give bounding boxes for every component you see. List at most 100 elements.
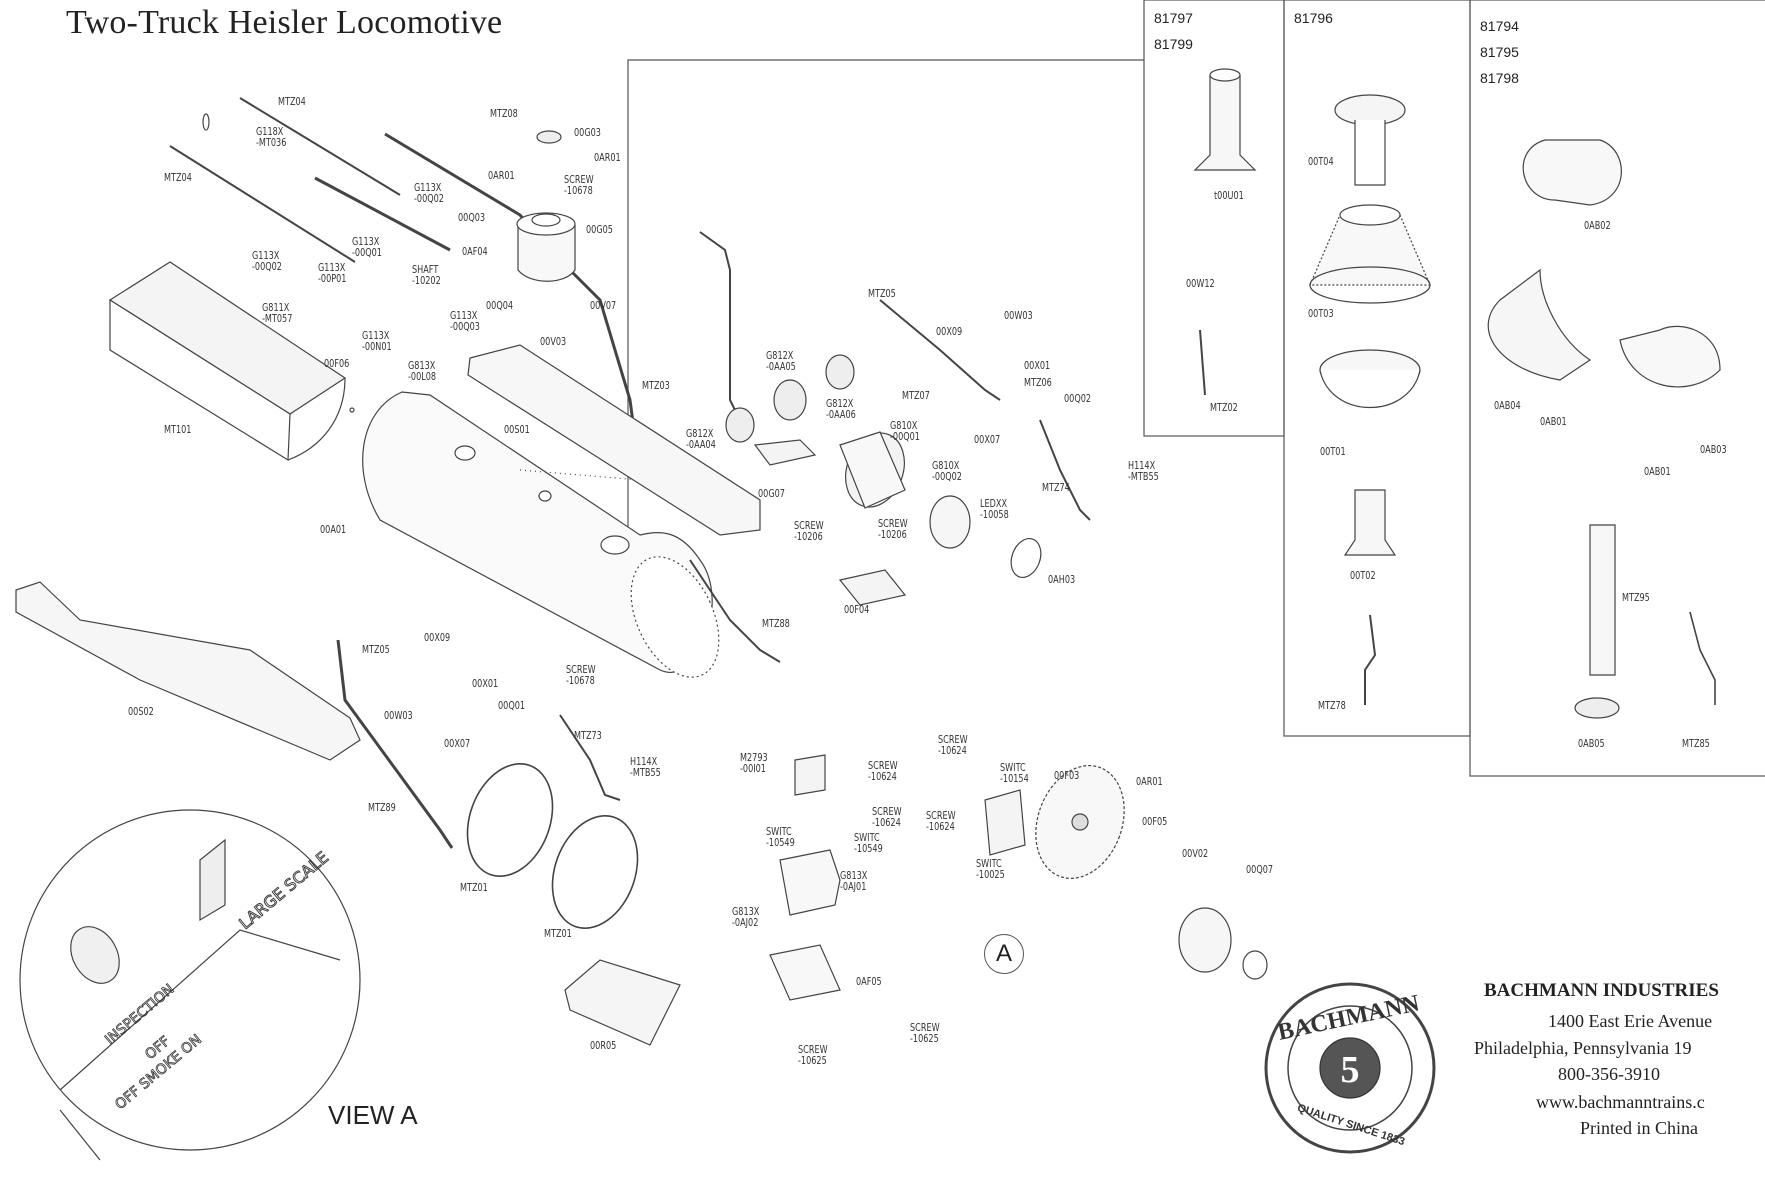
cowcatcher-00R05 xyxy=(564,959,681,1046)
rod-MTZ85 xyxy=(1689,611,1716,705)
part-label: G113X-00Q02 xyxy=(414,181,444,205)
part-label: 00Q01 xyxy=(498,699,526,712)
part-label: 0AB03 xyxy=(1700,443,1727,456)
company-printed: Printed in China xyxy=(1580,1118,1698,1138)
part-label: MTZ01 xyxy=(544,927,572,940)
logo-number: 5 xyxy=(1341,1049,1360,1091)
stack-0AB01 xyxy=(1487,268,1721,388)
part-label: 0AH03 xyxy=(1048,573,1076,586)
part-label: SCREW-10678 xyxy=(564,173,594,197)
part-label: G813X-0AJ02 xyxy=(732,905,760,929)
part-label: 00X07 xyxy=(444,737,471,750)
model-number: 81798 xyxy=(1480,70,1519,86)
part-label: SCREW-10624 xyxy=(872,805,902,829)
cap-00G03 xyxy=(536,130,562,144)
part-label: 00S01 xyxy=(504,423,530,436)
part-label: 00T04 xyxy=(1308,155,1334,168)
part-label: 0AR01 xyxy=(1136,775,1163,788)
boiler-bands-MTZ01 xyxy=(466,763,639,929)
rod-MTZ89 xyxy=(336,639,454,849)
part-label: LEDXX-10058 xyxy=(980,497,1009,521)
company-name: BACHMANN INDUSTRIES xyxy=(1484,980,1719,1001)
part-label: MTZ78 xyxy=(1318,699,1346,712)
part-label: 00X01 xyxy=(472,677,499,690)
part-label: G811X-MT057 xyxy=(262,301,293,325)
smokestack-t00U01 xyxy=(1193,68,1257,171)
part-label: MTZ89 xyxy=(368,801,396,814)
part-label: 0AR01 xyxy=(594,151,621,164)
model-number: 81794 xyxy=(1480,18,1519,34)
part-label: SCREW-10624 xyxy=(938,733,968,757)
part-label: 00R05 xyxy=(590,1039,617,1052)
part-label: t00U01 xyxy=(1214,189,1244,202)
boiler-00A01 xyxy=(362,391,720,678)
company-website: www.bachmanntrains.c xyxy=(1536,1092,1705,1112)
view-a-title: VIEW A xyxy=(328,1100,418,1130)
part-label: 00X01 xyxy=(1024,359,1051,372)
part-label: SCREW-10678 xyxy=(566,663,596,687)
bachmann-logo: 5 BACHMANN QUALITY SINCE 1833 xyxy=(1264,982,1436,1154)
part-label: 00Q04 xyxy=(486,299,514,312)
part-label: SHAFT-10202 xyxy=(412,263,441,287)
pcb-00F04 xyxy=(838,569,907,606)
model-number: 81797 xyxy=(1154,10,1193,26)
part-label: SCREW-10206 xyxy=(878,517,908,541)
part-label: SWITC-10549 xyxy=(766,825,795,849)
diagram-title: Two-Truck Heisler Locomotive xyxy=(66,4,503,41)
switch-block-M2793 xyxy=(794,754,826,796)
part-label: 00Q07 xyxy=(1246,863,1274,876)
part-label: 00X09 xyxy=(936,325,963,338)
part-label: MTZ95 xyxy=(1622,591,1650,604)
switch-assembly-10154 xyxy=(984,789,1026,856)
stack-00T04 xyxy=(1334,94,1406,186)
speaker-housing-G813X xyxy=(769,849,841,1001)
part-label: 00F04 xyxy=(844,603,870,616)
part-label: 00T03 xyxy=(1308,307,1334,320)
rod-MTZ07 xyxy=(879,299,1001,401)
view-a-detail: INSPECTION OFF OFF SMOKE ON LARGE SCALE xyxy=(19,809,361,1161)
part-label: 00G07 xyxy=(758,487,785,500)
stack-0AB05 xyxy=(1574,697,1620,719)
part-label: MTZ08 xyxy=(490,107,518,120)
part-label: 00W12 xyxy=(1186,277,1215,290)
part-label: MTZ88 xyxy=(762,617,790,630)
part-label: G812X-0AA04 xyxy=(686,427,716,451)
handrail-rods xyxy=(169,97,642,476)
company-address-1: 1400 East Erie Avenue xyxy=(1548,1011,1713,1031)
part-label: 0AB01 xyxy=(1540,415,1567,428)
part-label: MTZ05 xyxy=(868,287,896,300)
rod-MTZ88 xyxy=(689,559,781,663)
part-label: MTZ07 xyxy=(902,389,930,402)
part-label: 00V03 xyxy=(540,335,567,348)
part-label: 00Q02 xyxy=(1064,392,1092,405)
rod-MTZ73 xyxy=(559,714,621,801)
part-label: MTZ01 xyxy=(460,881,488,894)
part-label: SCREW-10624 xyxy=(926,809,956,833)
part-label: 00T02 xyxy=(1350,569,1376,582)
part-label: 00G05 xyxy=(586,223,613,236)
part-label: G810X-00Q01 xyxy=(890,419,920,443)
part-label: 00F06 xyxy=(324,357,350,370)
steam-dome-00G05 xyxy=(516,212,576,282)
tank-box-MT101 xyxy=(108,261,355,462)
part-label: 00W03 xyxy=(1004,309,1033,322)
part-label: SWITC-10549 xyxy=(854,831,883,855)
part-label: MTZ04 xyxy=(164,171,192,184)
part-label: 00V02 xyxy=(1182,847,1209,860)
part-label: G813X-0AJ01 xyxy=(840,869,868,893)
part-label: 0AB01 xyxy=(1644,465,1671,478)
part-label: G812X-0AA05 xyxy=(766,349,796,373)
stack-00T03 xyxy=(1309,204,1431,304)
rod-MTZ02 xyxy=(1199,329,1206,396)
model-number: 81799 xyxy=(1154,36,1193,52)
stack-00T01 xyxy=(1319,349,1421,409)
frame-00S02 xyxy=(15,581,361,761)
part-label: 00Q03 xyxy=(458,211,486,224)
rod-MTZ78 xyxy=(1364,614,1377,705)
part-label: 00S02 xyxy=(128,705,154,718)
part-label: 0AB05 xyxy=(1578,737,1605,750)
part-label: 00V07 xyxy=(590,299,617,312)
part-label: 00X07 xyxy=(974,433,1001,446)
part-label: G113X-00Q03 xyxy=(450,309,480,333)
